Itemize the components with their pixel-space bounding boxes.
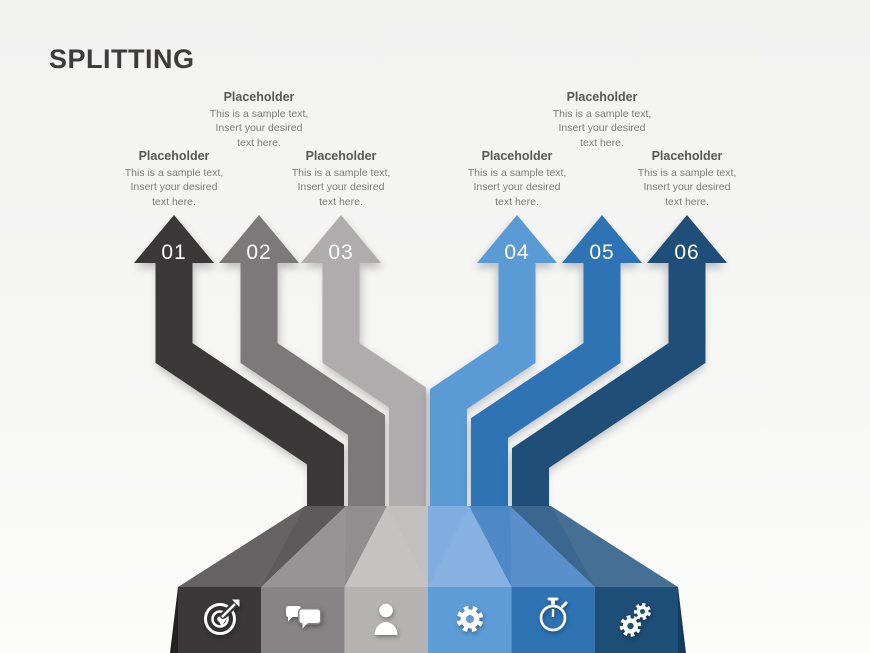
arrow-06: 06 — [512, 215, 727, 508]
placeholder-label: Placeholder — [305, 149, 377, 163]
funnel-facet — [261, 506, 346, 587]
gears-icon — [619, 603, 651, 637]
arrow-04-head — [477, 215, 557, 263]
stopwatch-body — [539, 604, 567, 632]
placeholder-label: Placeholder — [481, 149, 553, 163]
desc-line: This is a sample text, — [637, 167, 737, 179]
funnel-stripe-06 — [510, 506, 678, 587]
textblock-05: Placeholder This is a sample text, Inser… — [527, 90, 677, 150]
arrow-04: 04 — [430, 215, 557, 508]
arrow-04-number: 04 — [504, 241, 529, 264]
gear-icon — [456, 605, 484, 633]
arrow-05-head — [562, 215, 642, 263]
gear-hole — [466, 615, 474, 623]
arrow-01: 01 — [134, 215, 344, 508]
arrow-01-number: 01 — [161, 241, 186, 264]
arrow-03-shaft — [322, 262, 426, 508]
arrow-06-number: 06 — [674, 241, 699, 264]
desc-line: This is a sample text, — [124, 167, 224, 179]
funnel-stripe-05 — [469, 506, 595, 587]
funnel-facet — [428, 506, 512, 587]
arrow-02-head — [219, 215, 299, 263]
chat-icon — [286, 606, 322, 629]
arrow-05-number: 05 — [589, 241, 614, 264]
textblock-06: Placeholder This is a sample text, Inser… — [612, 149, 762, 209]
arrow-04-shaft — [430, 262, 536, 508]
user-body — [374, 622, 398, 635]
funnel-facet — [551, 506, 678, 587]
chat-back-bubble — [286, 606, 301, 622]
stopwatch-stem — [551, 599, 555, 605]
arrow-03-head — [301, 215, 381, 263]
textblock-02: Placeholder This is a sample text, Inser… — [184, 90, 334, 150]
funnel-facet — [178, 506, 305, 587]
funnel-stripe-04 — [428, 506, 512, 587]
funnel-stripe-01 — [178, 506, 346, 587]
desc-line: text here. — [495, 195, 539, 208]
desc-line: This is a sample text, — [209, 108, 309, 120]
target-icon — [204, 599, 240, 635]
placeholder-label: Placeholder — [223, 90, 295, 104]
arrow-06-head — [647, 215, 727, 263]
stopwatch-button — [561, 601, 568, 608]
funnel-facet — [510, 506, 595, 587]
desc-line: This is a sample text, — [467, 167, 567, 179]
gears-large — [619, 615, 642, 637]
funnel-stripe-03 — [344, 506, 428, 587]
target-fletching — [232, 599, 240, 607]
funnel-stripe-02 — [261, 506, 387, 587]
desc-line: text here. — [152, 195, 196, 208]
desc-line: Insert your desired — [297, 181, 385, 194]
desc-line: text here. — [580, 136, 624, 149]
chat-front-bubble — [298, 608, 322, 629]
desc-line: Insert your desired — [558, 122, 646, 135]
base-panel-03 — [344, 587, 428, 653]
arrow-02-shaft — [240, 262, 385, 508]
placeholder-label: Placeholder — [566, 90, 638, 104]
target-arrowhead — [218, 617, 228, 627]
arrow-05-shaft — [471, 262, 621, 508]
arrow-02: 02 — [219, 215, 385, 508]
arrow-02-number: 02 — [246, 241, 271, 264]
stopwatch-icon — [539, 597, 568, 632]
placeholder-label: Placeholder — [138, 149, 210, 163]
base-side-right — [678, 587, 686, 653]
funnel-facet — [344, 506, 428, 587]
user-head — [379, 603, 393, 618]
arrow-03-number: 03 — [328, 241, 353, 264]
desc-line: text here. — [319, 195, 363, 208]
placeholder-label: Placeholder — [651, 149, 723, 163]
base-side-left — [170, 587, 178, 653]
desc-line: Insert your desired — [130, 181, 218, 194]
arrow-05: 05 — [471, 215, 642, 508]
desc-line: This is a sample text, — [552, 108, 652, 120]
desc-line: This is a sample text, — [291, 167, 391, 179]
user-icon — [374, 603, 398, 635]
gears-small — [634, 603, 651, 620]
arrow-01-shaft — [155, 262, 344, 508]
textblock-03: Placeholder This is a sample text, Inser… — [266, 149, 416, 209]
desc-line: Insert your desired — [473, 181, 561, 194]
desc-line: text here. — [665, 195, 709, 208]
arrow-01-head — [134, 215, 214, 263]
arrow-06-shaft — [512, 262, 706, 508]
textblock-01: Placeholder This is a sample text, Inser… — [99, 149, 249, 209]
page-title: SPLITTING — [49, 44, 195, 74]
textblock-04: Placeholder This is a sample text, Inser… — [442, 149, 592, 209]
desc-line: Insert your desired — [215, 122, 303, 135]
arrow-03: 03 — [301, 215, 426, 508]
desc-line: text here. — [237, 136, 281, 149]
desc-line: Insert your desired — [643, 181, 731, 194]
